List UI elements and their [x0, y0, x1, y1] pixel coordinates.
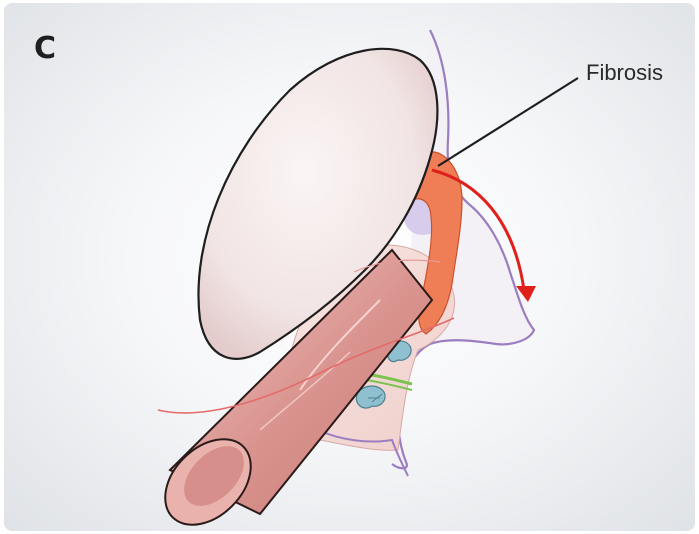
panel-letter: C — [34, 34, 56, 64]
fibrosis-label: Fibrosis — [586, 62, 663, 84]
fibrosis-leader-line — [438, 78, 578, 166]
